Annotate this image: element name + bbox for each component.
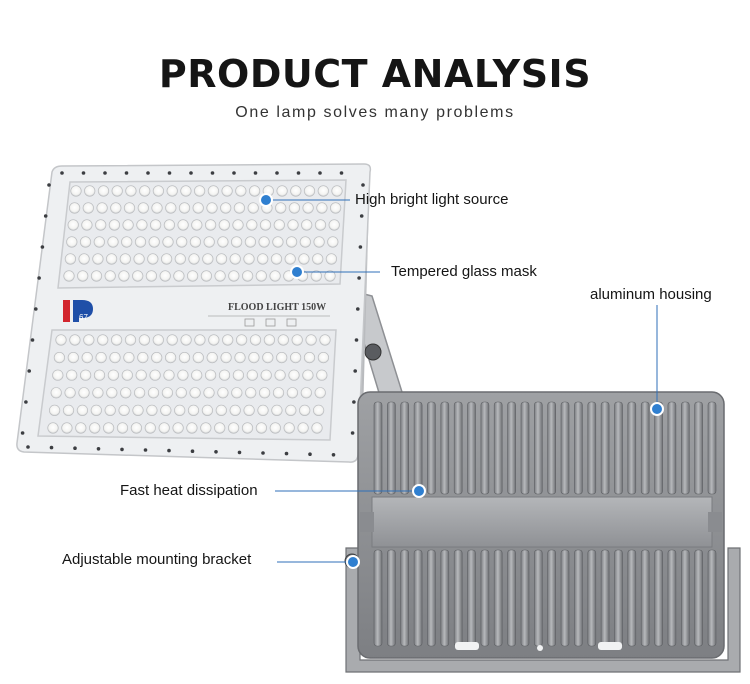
callout-label-housing: aluminum housing bbox=[590, 286, 712, 303]
page-title: PRODUCT ANALYSIS bbox=[158, 52, 592, 96]
back-housing bbox=[344, 391, 741, 673]
callout-dot-housing bbox=[650, 402, 664, 416]
panel-rim-screws bbox=[20, 171, 365, 457]
pivot-knob bbox=[364, 343, 382, 361]
callout-label-light-source: High bright light source bbox=[355, 191, 509, 208]
callout-label-glass-mask: Tempered glass mask bbox=[391, 263, 537, 280]
panel-product-label: FLOOD LIGHT 150W bbox=[228, 302, 326, 313]
svg-text:67: 67 bbox=[79, 313, 88, 322]
callout-dot-light-source bbox=[259, 193, 273, 207]
callout-dot-bracket bbox=[346, 555, 360, 569]
front-panel: 67 FLOOD LIGHT 150W bbox=[16, 163, 403, 463]
led-array-bottom bbox=[47, 334, 331, 434]
callout-label-heat: Fast heat dissipation bbox=[120, 482, 258, 499]
ip-rating-logo: 67 bbox=[63, 300, 93, 322]
callout-label-bracket: Adjustable mounting bracket bbox=[62, 551, 252, 568]
callout-dot-glass-mask bbox=[290, 265, 304, 279]
callouts bbox=[259, 193, 664, 569]
callout-dot-heat bbox=[412, 484, 426, 498]
heatsink-fins bbox=[373, 401, 717, 647]
page-subtitle: One lamp solves many problems bbox=[235, 104, 515, 121]
led-array-top bbox=[63, 185, 343, 282]
